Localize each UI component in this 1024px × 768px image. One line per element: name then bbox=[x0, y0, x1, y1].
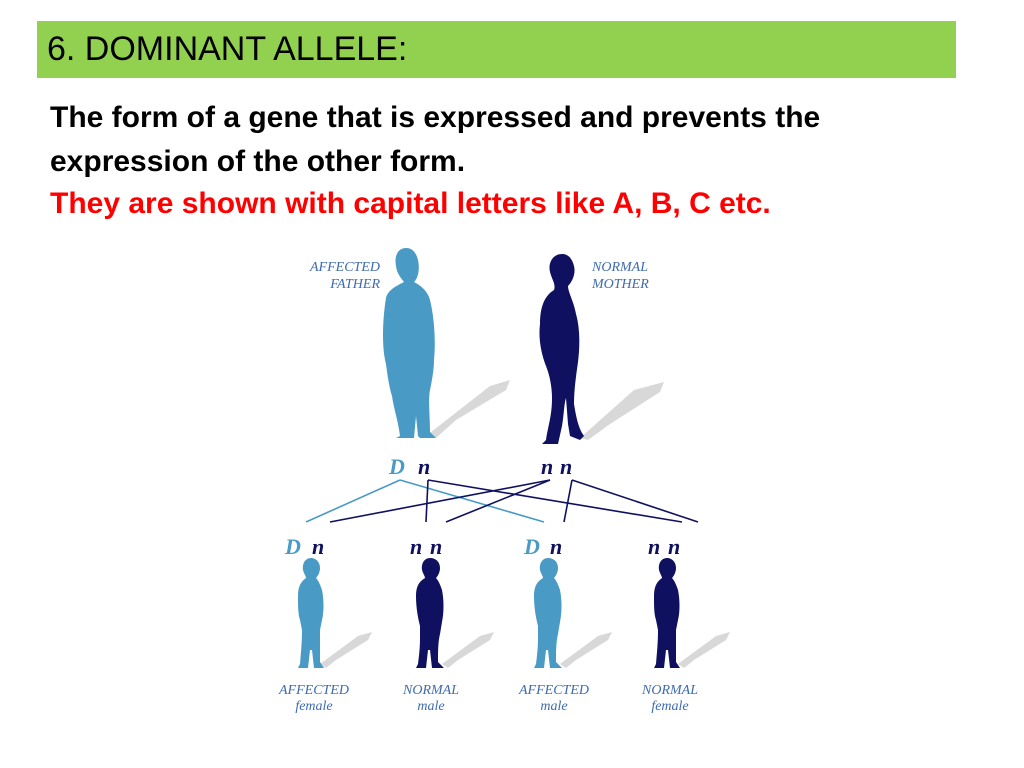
child3-shadow bbox=[560, 632, 612, 668]
line-mn1-to-child2 bbox=[445, 479, 551, 523]
child2-status-label: NORMAL bbox=[402, 683, 459, 698]
father-allele-2: n bbox=[418, 454, 430, 479]
pedigree-diagram: AFFECTED FATHER NORMAL MOTHER D n n n D … bbox=[278, 248, 730, 714]
child1-figure bbox=[298, 558, 372, 668]
child4-allele-1: n bbox=[648, 534, 660, 559]
father-figure bbox=[383, 248, 510, 438]
mother-allele-1: n bbox=[541, 454, 553, 479]
child1-allele-2: n bbox=[312, 534, 324, 559]
inheritance-lines bbox=[305, 479, 699, 523]
title-bar: 6. DOMINANT ALLELE: bbox=[37, 21, 956, 78]
child2-silhouette bbox=[416, 558, 444, 668]
child1-status-label: AFFECTED bbox=[278, 683, 349, 698]
mother-silhouette bbox=[539, 254, 584, 444]
line-n-to-child2 bbox=[425, 479, 429, 523]
child4-allele-2: n bbox=[668, 534, 680, 559]
child2-figure bbox=[416, 558, 494, 668]
child1-shadow bbox=[320, 632, 372, 668]
line-D-to-child3 bbox=[399, 479, 545, 523]
mother-allele-2: n bbox=[560, 454, 572, 479]
father-silhouette bbox=[383, 248, 436, 438]
child4-sex-label: female bbox=[651, 699, 688, 714]
father-label-line2: FATHER bbox=[329, 277, 380, 292]
child3-figure bbox=[534, 558, 612, 668]
child3-sex-label: male bbox=[540, 699, 567, 714]
child4-shadow bbox=[678, 632, 730, 668]
child3-silhouette bbox=[534, 558, 562, 668]
mother-label-line2: MOTHER bbox=[591, 277, 649, 292]
father-allele-1: D bbox=[388, 454, 405, 479]
mother-figure bbox=[539, 254, 664, 444]
child1-silhouette bbox=[298, 558, 324, 668]
child4-status-label: NORMAL bbox=[641, 683, 698, 698]
mother-label-line1: NORMAL bbox=[591, 260, 648, 275]
child2-allele-1: n bbox=[410, 534, 422, 559]
child4-silhouette bbox=[654, 558, 680, 668]
child4-figure bbox=[654, 558, 730, 668]
definition-text: The form of a gene that is expressed and… bbox=[50, 101, 821, 178]
child2-shadow bbox=[442, 632, 494, 668]
line-mn2-to-child4 bbox=[571, 479, 699, 523]
child3-status-label: AFFECTED bbox=[518, 683, 589, 698]
line-n-to-child4 bbox=[427, 479, 683, 523]
father-label-line1: AFFECTED bbox=[309, 260, 380, 275]
child2-sex-label: male bbox=[417, 699, 444, 714]
child1-sex-label: female bbox=[295, 699, 332, 714]
line-mn2-to-child3 bbox=[563, 479, 573, 523]
line-mn1-to-child1 bbox=[329, 479, 551, 523]
child3-allele-2: n bbox=[550, 534, 562, 559]
slide-title: 6. DOMINANT ALLELE: bbox=[47, 30, 408, 68]
child2-allele-2: n bbox=[430, 534, 442, 559]
capital-letters-note: They are shown with capital letters like… bbox=[50, 187, 771, 220]
child1-allele-1: D bbox=[284, 534, 301, 559]
father-shadow bbox=[426, 380, 510, 438]
mother-shadow bbox=[580, 382, 664, 440]
line-D-to-child1 bbox=[305, 479, 401, 523]
child3-allele-1: D bbox=[523, 534, 540, 559]
